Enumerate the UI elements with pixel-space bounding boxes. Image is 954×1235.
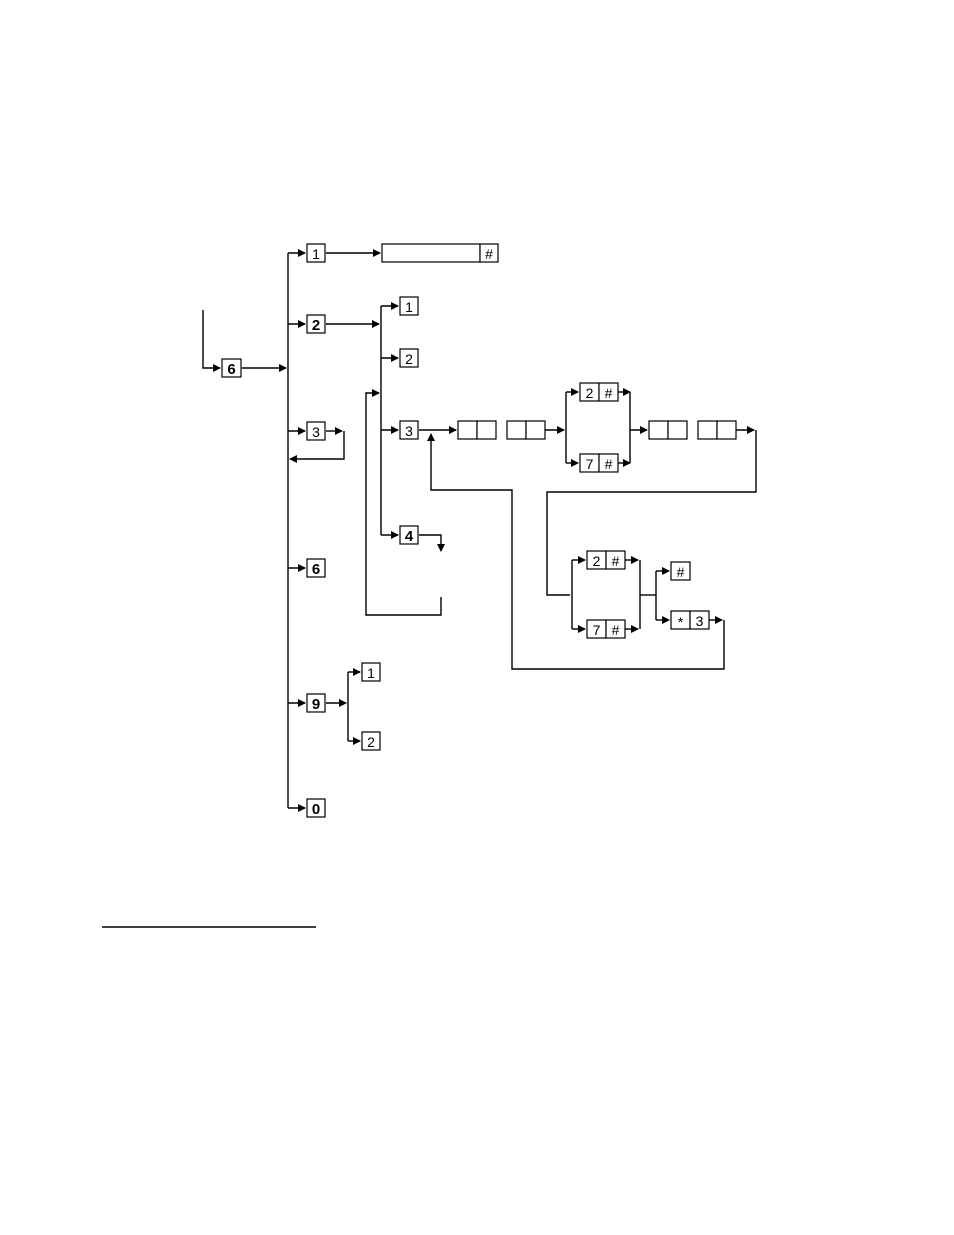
sub-key-2-1: 1 (400, 297, 418, 315)
final-hash-box: # (671, 562, 690, 580)
sub-key-9-2: 2 (362, 732, 380, 750)
entry-connector (203, 310, 220, 368)
svg-text:3: 3 (405, 423, 413, 439)
svg-text:3: 3 (312, 424, 320, 440)
svg-text:1: 1 (312, 246, 320, 262)
svg-text:2: 2 (367, 734, 375, 750)
sub-2-4-down-arrow (419, 535, 441, 551)
svg-text:#: # (677, 564, 685, 580)
svg-text:2: 2 (593, 553, 601, 569)
svg-text:1: 1 (405, 299, 413, 315)
digit-pair-box-4 (698, 421, 736, 439)
svg-text:#: # (612, 622, 620, 638)
entry-field-with-hash: # (382, 244, 498, 262)
svg-text:6: 6 (227, 361, 235, 378)
option-2-hash-box-b: 2 # (587, 551, 625, 569)
digit-pair-box-1 (458, 421, 496, 439)
star-3-loop-back (431, 434, 724, 669)
digit-pair-box-2 (507, 421, 545, 439)
sub-key-2-4: 4 (400, 526, 418, 545)
star-3-box: * 3 (671, 611, 709, 630)
continue-connector (547, 430, 756, 595)
branch-key-6: 6 (307, 559, 325, 578)
sub-key-9-1: 1 (362, 663, 380, 681)
branch-key-0: 0 (307, 799, 325, 818)
svg-text:7: 7 (586, 456, 594, 472)
digit-pair-box-3 (649, 421, 687, 439)
sub-key-2-2: 2 (400, 349, 418, 367)
svg-text:#: # (612, 553, 620, 569)
svg-text:9: 9 (312, 696, 320, 713)
option-7-hash-box: 7 # (580, 454, 618, 472)
branch-key-3: 3 (307, 422, 325, 440)
sub-key-2-3: 3 (400, 421, 418, 439)
svg-text:2: 2 (405, 351, 413, 367)
svg-text:#: # (605, 385, 613, 401)
root-key-6: 6 (222, 359, 241, 378)
svg-text:2: 2 (586, 385, 594, 401)
svg-text:#: # (485, 246, 493, 262)
svg-text:*: * (678, 614, 684, 630)
svg-text:0: 0 (312, 801, 320, 818)
option-2-hash-box: 2 # (580, 383, 618, 401)
svg-text:3: 3 (696, 613, 704, 629)
option-7-hash-box-b: 7 # (587, 620, 625, 638)
branch-key-2: 2 (307, 315, 325, 334)
branch-key-1: 1 (307, 244, 325, 262)
svg-text:#: # (605, 456, 613, 472)
branch-key-9: 9 (307, 694, 325, 713)
svg-text:1: 1 (367, 665, 375, 681)
svg-text:6: 6 (312, 561, 320, 578)
svg-text:4: 4 (405, 528, 414, 545)
svg-text:7: 7 (593, 622, 601, 638)
svg-text:2: 2 (312, 317, 320, 334)
